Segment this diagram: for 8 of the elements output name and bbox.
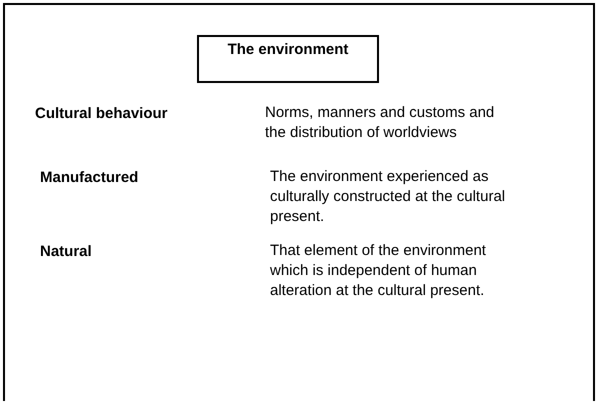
frame-border [3,3,595,401]
title-box: The environment [197,35,379,83]
term-label: Cultural behaviour [35,105,168,122]
definition-text: Norms, manners and customs and the distribution of worldviews [265,103,496,143]
term-label: Manufactured [40,169,138,186]
term-label: Natural [40,243,92,260]
definition-text: The environment experienced as culturally constructed at the cultural present. [270,167,506,227]
definition-text: That element of the environment which is independent of human alteration at the cultural present. [270,241,487,301]
